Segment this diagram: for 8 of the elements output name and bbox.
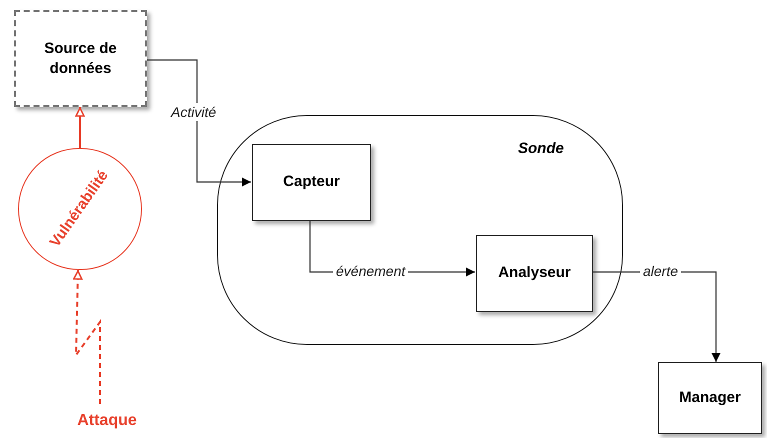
arrow — [73, 270, 101, 404]
arrow — [147, 59, 251, 186]
process-box: Manager — [658, 362, 762, 434]
data-source-box: Source de données — [14, 10, 147, 107]
arrow — [75, 107, 85, 148]
process-box: Analyseur — [476, 235, 593, 312]
node-text: Attaque — [66, 410, 148, 432]
process-box: Capteur — [252, 144, 371, 221]
